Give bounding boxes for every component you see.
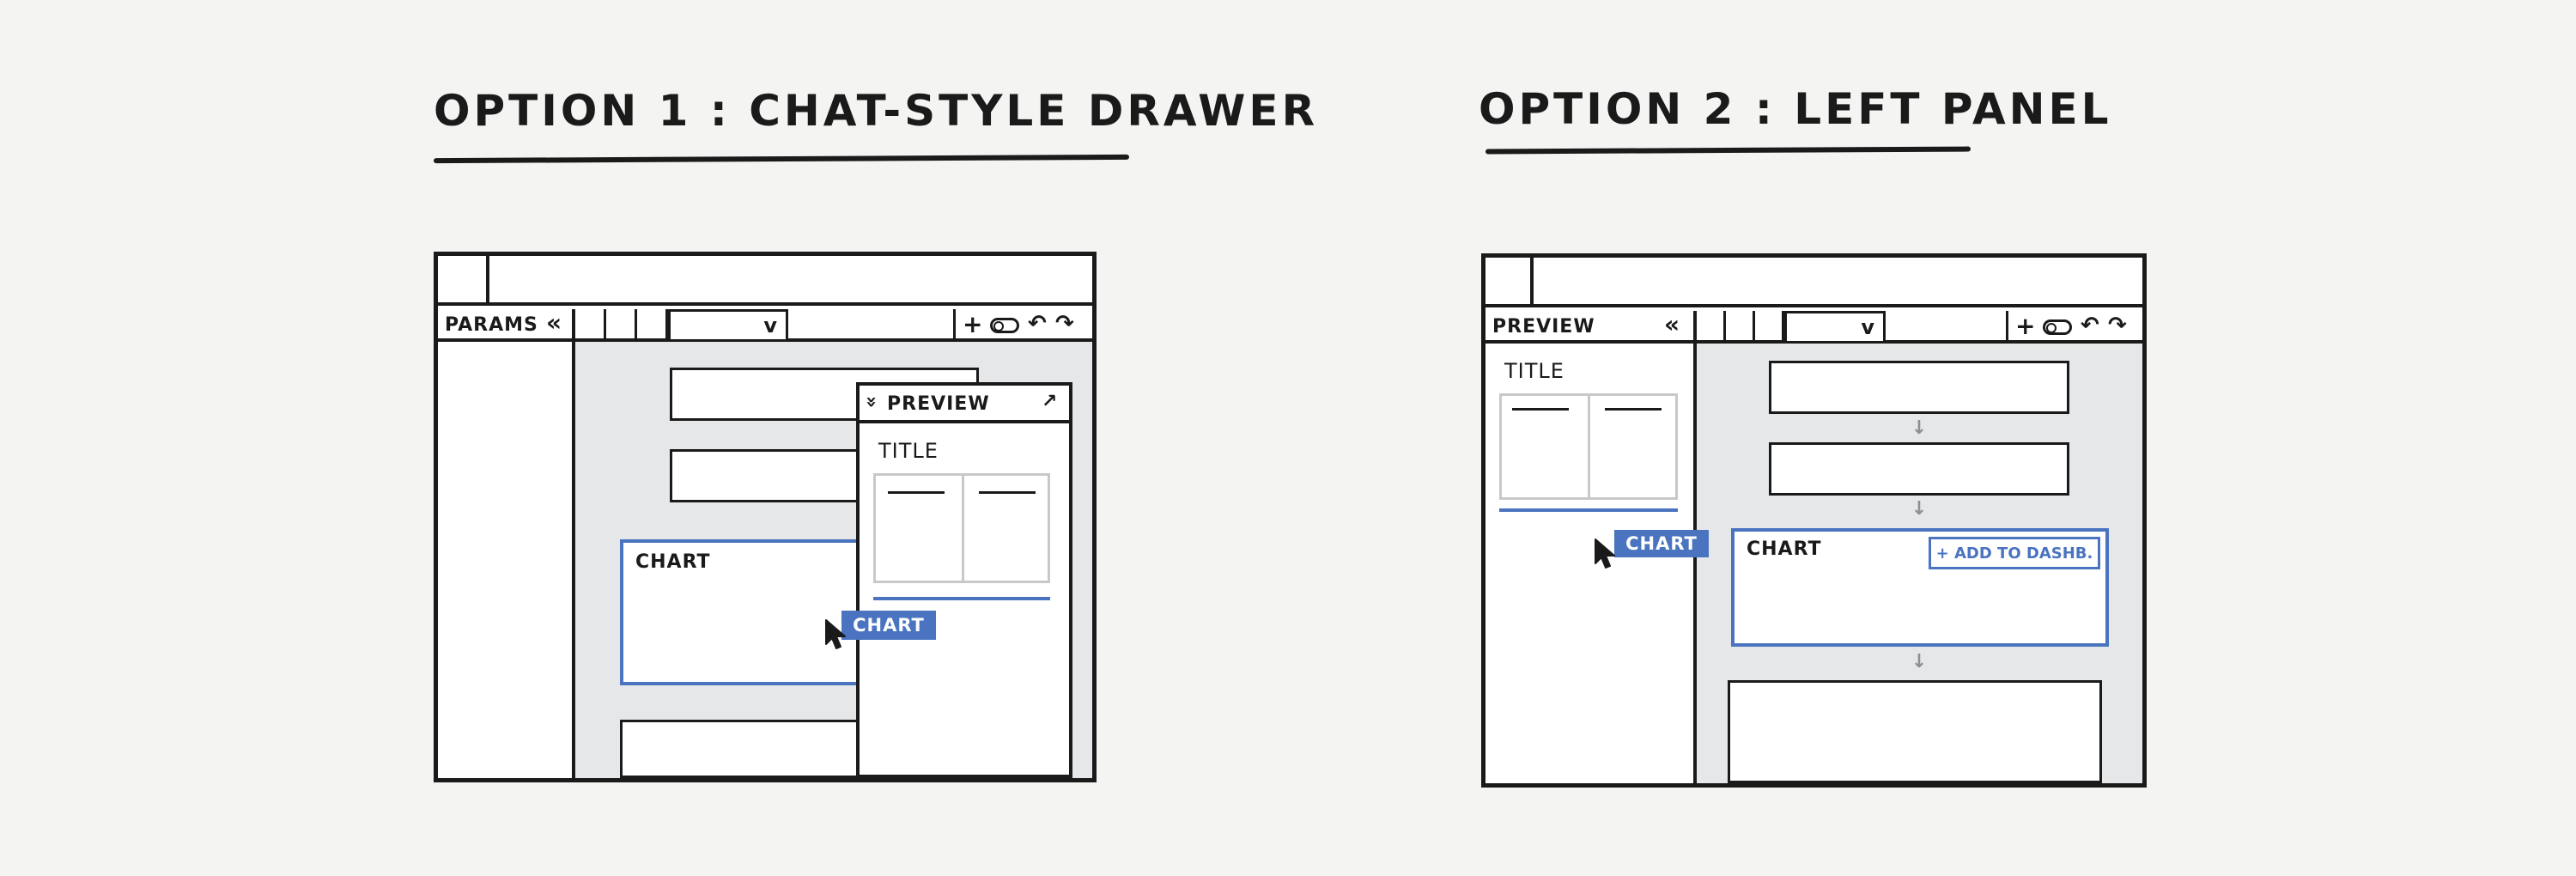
flow-arrow-icon: ↓ — [1911, 417, 1928, 439]
option2-toolbar-button[interactable] — [1726, 311, 1755, 344]
collapse-icon[interactable]: « — [1664, 310, 1680, 338]
option2-titlebar — [1485, 258, 2142, 307]
plus-icon[interactable]: + — [2015, 312, 2036, 340]
option2-wireframe-window: PREVIEW « TITLE v + ↶ ↷ ↓ ↓ CHART — [1481, 253, 2147, 788]
option2-toolbar-button[interactable] — [1755, 311, 1784, 344]
collapse-icon[interactable]: « — [546, 308, 562, 337]
option1-titlebar-tab[interactable] — [438, 256, 489, 306]
option2-canvas-block[interactable] — [1769, 361, 2069, 414]
redo-icon[interactable]: ↷ — [1055, 311, 1074, 337]
option2-preview-rule — [1499, 508, 1678, 512]
expand-icon[interactable]: ↗ — [1042, 391, 1058, 412]
option1-toolbar-right-group: + ↶ ↷ — [953, 309, 1092, 342]
plus-icon[interactable]: + — [963, 310, 983, 338]
undo-icon[interactable]: ↶ — [1028, 311, 1047, 337]
option2-thumb-line — [1512, 408, 1569, 411]
option2-titlebar-tab[interactable] — [1485, 258, 1534, 307]
toggle-icon[interactable] — [2043, 319, 2072, 335]
undo-icon[interactable]: ↶ — [2081, 313, 2099, 338]
option2-preview-title: TITLE — [1504, 359, 1564, 383]
option1-wireframe-window: PARAMS « v + ↶ ↷ CHART » PREVIEW ↗ — [434, 252, 1097, 782]
option2-chart-label: CHART — [1747, 538, 1822, 560]
option1-thumb-line — [979, 491, 1036, 494]
option2-panel-label: PREVIEW — [1492, 316, 1595, 338]
option1-heading-underline — [433, 154, 1130, 164]
option1-params-header: PARAMS « — [438, 309, 572, 342]
option1-params-label: PARAMS — [445, 314, 538, 336]
option1-drag-chip[interactable]: CHART — [841, 611, 936, 640]
option2-canvas-block[interactable] — [1728, 680, 2102, 783]
option2-preview-thumbnail — [1499, 393, 1678, 500]
option2-chart-block[interactable]: CHART + ADD TO DASHB. — [1731, 528, 2109, 647]
option1-canvas-block[interactable] — [620, 720, 878, 778]
option1-toolbar-button[interactable] — [606, 309, 637, 342]
chevron-down-icon: v — [1861, 315, 1874, 339]
option1-preview-drawer: » PREVIEW ↗ TITLE — [856, 382, 1072, 778]
redo-icon[interactable]: ↷ — [2108, 313, 2127, 338]
option1-drawer-header: » PREVIEW ↗ — [860, 386, 1069, 423]
option2-canvas-block[interactable] — [1769, 442, 2069, 496]
add-to-dashboard-button[interactable]: + ADD TO DASHB. — [1929, 537, 2100, 569]
option2-toolbar-right-group: + ↶ ↷ — [2006, 311, 2142, 344]
option2-toolbar-dropdown[interactable]: v — [1784, 311, 1886, 344]
chevron-down-icon: v — [763, 313, 777, 338]
option2-toolbar: v + ↶ ↷ — [1697, 311, 2142, 344]
option2-preview-panel: PREVIEW « TITLE — [1485, 311, 1697, 783]
option1-params-panel: PARAMS « — [438, 309, 575, 778]
option1-preview-rule — [873, 597, 1050, 600]
toggle-icon[interactable] — [990, 318, 1019, 333]
option1-preview-title: TITLE — [878, 439, 939, 463]
option2-thumb-line — [1605, 408, 1662, 411]
option2-drag-chip[interactable]: CHART — [1614, 530, 1709, 557]
option2-toolbar-button[interactable] — [1697, 311, 1726, 344]
option1-preview-thumbnail — [873, 473, 1050, 583]
option1-thumb-line — [888, 491, 945, 494]
option1-toolbar-dropdown[interactable]: v — [668, 309, 788, 342]
option2-heading-underline — [1485, 146, 1971, 155]
flow-arrow-icon: ↓ — [1911, 498, 1928, 520]
option2-heading: OPTION 2 : LEFT PANEL — [1479, 84, 2112, 134]
cursor-icon — [1595, 538, 1615, 569]
collapse-down-icon[interactable]: » — [860, 395, 883, 409]
option1-toolbar-button[interactable] — [637, 309, 668, 342]
option1-chart-label: CHART — [635, 551, 711, 573]
option1-toolbar: v + ↶ ↷ — [575, 309, 1092, 342]
option1-chart-block[interactable]: CHART — [620, 539, 878, 685]
option2-panel-header: PREVIEW « — [1485, 311, 1693, 344]
option1-titlebar — [438, 256, 1092, 306]
option1-drawer-title: PREVIEW — [887, 393, 990, 415]
option1-heading: OPTION 1 : CHAT-STYLE DRAWER — [434, 86, 1319, 136]
option1-toolbar-button[interactable] — [575, 309, 606, 342]
flow-arrow-icon: ↓ — [1911, 651, 1928, 672]
cursor-icon — [825, 619, 846, 649]
